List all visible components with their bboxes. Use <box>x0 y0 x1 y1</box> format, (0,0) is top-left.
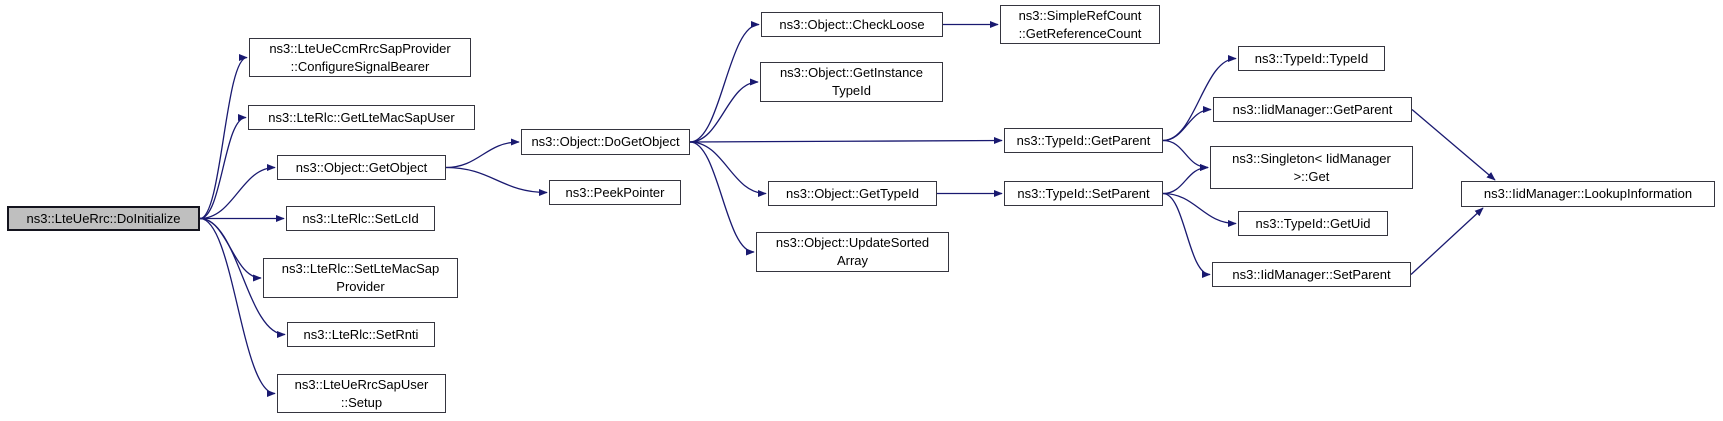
call-edge-n16-to-n19 <box>1162 105 1212 142</box>
graph-node-n7-ns3-lterlc-setrnti[interactable]: ns3::LteRlc::SetRnti <box>287 322 435 347</box>
call-edge-n4-to-n10 <box>445 166 548 197</box>
call-edge-n16-to-n20 <box>1162 139 1209 172</box>
call-edge-n19-to-n23 <box>1411 109 1496 181</box>
graph-node-n21-ns3-typeid-getuid[interactable]: ns3::TypeId::GetUid <box>1238 211 1388 236</box>
graph-node-n11-ns3-object-checkloose[interactable]: ns3::Object::CheckLoose <box>761 12 943 37</box>
graph-node-n14-ns3-object-updatesorted-array[interactable]: ns3::Object::UpdateSorted Array <box>756 232 949 272</box>
graph-node-n17-ns3-typeid-setparent[interactable]: ns3::TypeId::SetParent <box>1004 181 1163 206</box>
graph-node-n18-ns3-typeid-typeid[interactable]: ns3::TypeId::TypeId <box>1238 46 1385 71</box>
call-edge-n1-to-n8 <box>199 217 276 398</box>
graph-node-n16-ns3-typeid-getparent[interactable]: ns3::TypeId::GetParent <box>1004 128 1163 153</box>
call-edge-n9-to-n11 <box>689 20 760 143</box>
graph-node-n12-ns3-object-getinstance-typeid[interactable]: ns3::Object::GetInstance TypeId <box>760 62 943 102</box>
graph-node-n8-ns3-lteuerrcsapuser-setup[interactable]: ns3::LteUeRrcSapUser ::Setup <box>277 374 446 413</box>
call-edge-n17-to-n20 <box>1162 163 1209 195</box>
call-edge-n9-to-n13 <box>689 141 767 198</box>
call-edge-n17-to-n22 <box>1162 192 1211 279</box>
call-edge-n1-to-n7 <box>199 217 286 339</box>
graph-node-n20-ns3-singleton-iidmanager-get[interactable]: ns3::Singleton< IidManager >::Get <box>1210 146 1413 189</box>
call-edge-n1-to-n2 <box>199 53 248 220</box>
graph-node-n22-ns3-iidmanager-setparent[interactable]: ns3::IidManager::SetParent <box>1212 262 1411 287</box>
call-edge-n22-to-n23 <box>1410 207 1484 275</box>
graph-node-n5-ns3-lterlc-setlcid[interactable]: ns3::LteRlc::SetLcId <box>286 206 435 231</box>
graph-node-n23-ns3-iidmanager-lookupinformation[interactable]: ns3::IidManager::LookupInformation <box>1461 181 1715 207</box>
graph-node-n4-ns3-object-getobject[interactable]: ns3::Object::GetObject <box>277 155 446 180</box>
call-edge-n9-to-n16 <box>689 136 1003 145</box>
graph-node-n9-ns3-object-dogetobject[interactable]: ns3::Object::DoGetObject <box>521 129 690 155</box>
call-edge-n9-to-n14 <box>689 141 755 256</box>
graph-node-n6-ns3-lterlc-setltemacsap-provider[interactable]: ns3::LteRlc::SetLteMacSap Provider <box>263 258 458 298</box>
graph-node-n3-ns3-lterlc-getltemacsapuser[interactable]: ns3::LteRlc::GetLteMacSapUser <box>248 105 475 130</box>
call-edge-n4-to-n9 <box>445 138 520 169</box>
call-edge-n1-to-n3 <box>199 113 247 220</box>
graph-node-n15-ns3-simplerefcount-getreferencecount[interactable]: ns3::SimpleRefCount ::GetReferenceCount <box>1000 5 1160 44</box>
call-edge-n1-to-n4 <box>199 163 276 220</box>
graph-node-n10-ns3-peekpointer[interactable]: ns3::PeekPointer <box>549 180 681 205</box>
call-edge-n9-to-n12 <box>689 78 759 143</box>
call-edge-n17-to-n21 <box>1162 192 1237 228</box>
graph-node-n2-ns3-lteueccmrrcsapprovider-configuresignalbearer[interactable]: ns3::LteUeCcmRrcSapProvider ::ConfigureS… <box>249 38 471 77</box>
graph-node-n1-ns3-lteuerrc-doinitialize: ns3::LteUeRrc::DoInitialize <box>7 206 200 231</box>
graph-node-n19-ns3-iidmanager-getparent[interactable]: ns3::IidManager::GetParent <box>1213 97 1412 122</box>
graph-node-n13-ns3-object-gettypeid[interactable]: ns3::Object::GetTypeId <box>768 181 937 206</box>
